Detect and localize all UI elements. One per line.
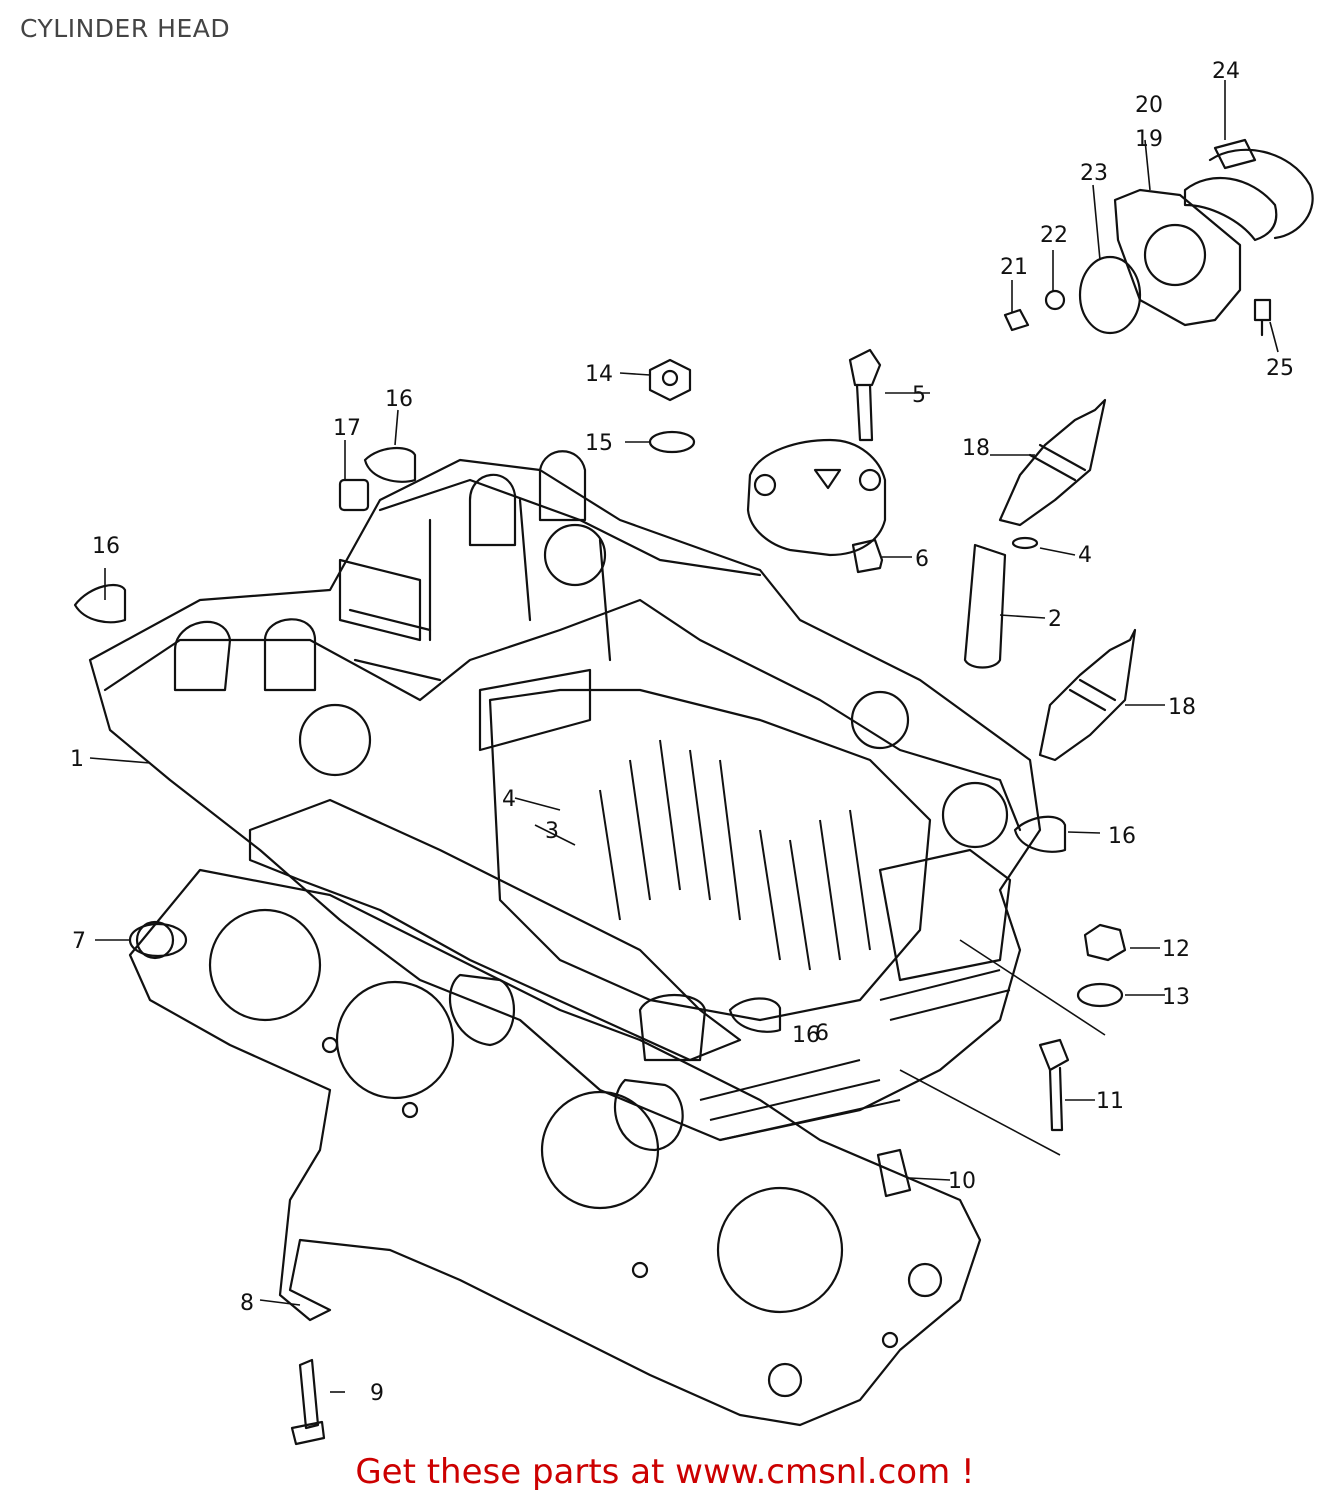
label-16c: 16: [1108, 824, 1136, 849]
washer-15: [648, 430, 696, 454]
label-25: 25: [1266, 356, 1294, 381]
o-ring-23: [1078, 255, 1142, 335]
nut-12: [1083, 923, 1127, 962]
label-10: 10: [948, 1169, 976, 1194]
label-9: 9: [370, 1381, 384, 1406]
label-20: 20: [1135, 93, 1163, 118]
nut-14: [648, 358, 692, 402]
cotter-16-bottom: [728, 997, 782, 1033]
washer-22: [1044, 289, 1066, 311]
label-3: 3: [545, 819, 559, 844]
label-16b: 16: [385, 387, 413, 412]
footer-link[interactable]: Get these parts at www.cmsnl.com !: [355, 1452, 975, 1492]
bolt-9: [290, 1358, 326, 1446]
label-8: 8: [240, 1291, 254, 1316]
label-11: 11: [1096, 1089, 1124, 1114]
leader-lines: [89, 80, 1279, 1393]
label-19: 19: [1135, 127, 1163, 152]
spark-plug-lower: [1038, 628, 1137, 762]
label-7: 7: [72, 929, 86, 954]
label-18a: 18: [962, 436, 990, 461]
screw-25: [1253, 298, 1272, 337]
cam-cap: [746, 438, 887, 557]
spark-plug-upper: [998, 398, 1107, 527]
label-15: 15: [585, 431, 613, 456]
label-24: 24: [1212, 59, 1240, 84]
label-13: 13: [1162, 985, 1190, 1010]
label-12: 12: [1162, 937, 1190, 962]
label-16a: 16: [92, 534, 120, 559]
label-16d: 16: [792, 1023, 820, 1048]
label-4b: 4: [1078, 543, 1092, 568]
cotter-16-left: [73, 583, 127, 624]
label-2: 2: [1048, 607, 1062, 632]
dowel-6: [851, 538, 884, 574]
label-17: 17: [333, 416, 361, 441]
plug-7: [128, 922, 188, 958]
head-gasket: [128, 868, 982, 1427]
screw-21: [1003, 308, 1030, 332]
cylinder-head: [88, 450, 1042, 1152]
tappet-17: [338, 478, 370, 512]
label-5: 5: [912, 383, 926, 408]
clamp-24: [1208, 138, 1314, 240]
dowel-10: [876, 1148, 912, 1198]
label-4a: 4: [502, 787, 516, 812]
valve-guide: [963, 536, 1039, 669]
label-23: 23: [1080, 161, 1108, 186]
label-14: 14: [585, 362, 613, 387]
cylinder-head-diagram: 1 2 3 4 4 5 6 6 7 8 9 10 11 12 13 14 15 …: [70, 59, 1314, 1446]
label-21: 21: [1000, 255, 1028, 280]
label-18b: 18: [1168, 695, 1196, 720]
label-1: 1: [70, 747, 84, 772]
washer-13: [1076, 982, 1124, 1008]
bolt-11: [1038, 1038, 1070, 1132]
intake-pipe: [1113, 176, 1278, 327]
label-6a: 6: [915, 547, 929, 572]
cotter-16-right: [1013, 815, 1067, 853]
label-6b: 6: [815, 1021, 829, 1046]
cotter-16-top: [363, 447, 417, 483]
page-title: CYLINDER HEAD: [20, 14, 231, 43]
callout-labels: 1 2 3 4 4 5 6 6 7 8 9 10 11 12 13 14 15 …: [70, 59, 1294, 1406]
stud-bolt-5: [848, 348, 882, 442]
label-22: 22: [1040, 223, 1068, 248]
